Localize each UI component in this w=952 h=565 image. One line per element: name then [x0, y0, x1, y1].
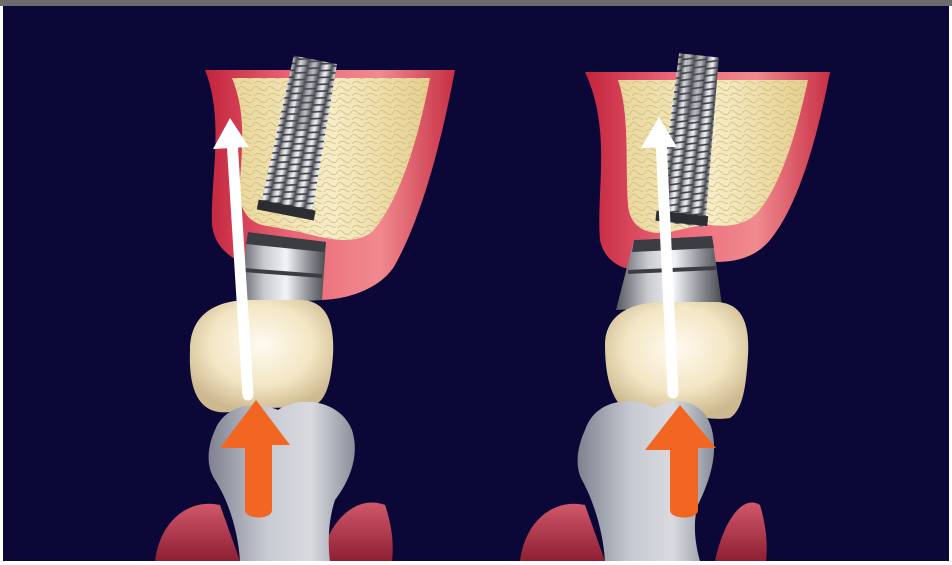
abutment — [238, 232, 326, 305]
top-strip — [0, 0, 952, 6]
implant-crown — [190, 300, 333, 412]
